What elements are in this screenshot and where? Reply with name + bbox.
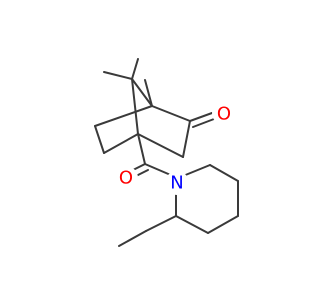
molecule-canvas: O O N <box>94 58 239 247</box>
bond-bridge-to-bridgehead-top <box>131 78 153 107</box>
bond-bridgehead-to-amide-carbon <box>137 133 146 165</box>
bond-ring-c3-c4 <box>207 215 239 234</box>
bond-bridgehead-to-carbonyl-carbon <box>151 105 191 122</box>
bond-ethyl-ch3 <box>118 230 147 247</box>
oxygen-amide-label: O <box>119 168 133 189</box>
bond-ketone-double-b <box>192 118 215 128</box>
bond-ring-left-upper <box>94 105 153 127</box>
bond-ring-c4-c5 <box>175 215 209 234</box>
bond-amide-double-b <box>135 169 149 177</box>
bond-ring-left-side <box>94 125 105 154</box>
bond-bridgehead-methyl <box>144 79 153 107</box>
nitrogen-background <box>165 171 189 195</box>
bond-ch2-to-bridgehead-bottom <box>137 133 184 158</box>
bond-carbonyl-carbon-to-ch2 <box>182 120 191 158</box>
bond-gem-dimethyl-1 <box>103 71 133 80</box>
structure-diagram: O O N <box>94 58 239 247</box>
bond-bridge-to-bridgehead-bottom <box>131 78 139 135</box>
bond-amide-carbon-to-n <box>144 163 174 177</box>
oxygen-amide-background <box>114 166 138 190</box>
oxygen-ketone-background <box>212 101 236 125</box>
oxygen-ketone-label: O <box>217 104 231 125</box>
bond-n-to-ring-c1 <box>182 164 211 177</box>
bond-ring-c1-c2 <box>209 164 239 182</box>
nitrogen-label: N <box>170 173 183 194</box>
bond-ring-left-lower <box>103 133 139 154</box>
bond-ketone-double-a <box>189 112 213 122</box>
bond-gem-dimethyl-2 <box>131 58 139 80</box>
bond-amide-double-a <box>132 163 146 171</box>
bond-ethyl-ch2 <box>145 215 177 232</box>
